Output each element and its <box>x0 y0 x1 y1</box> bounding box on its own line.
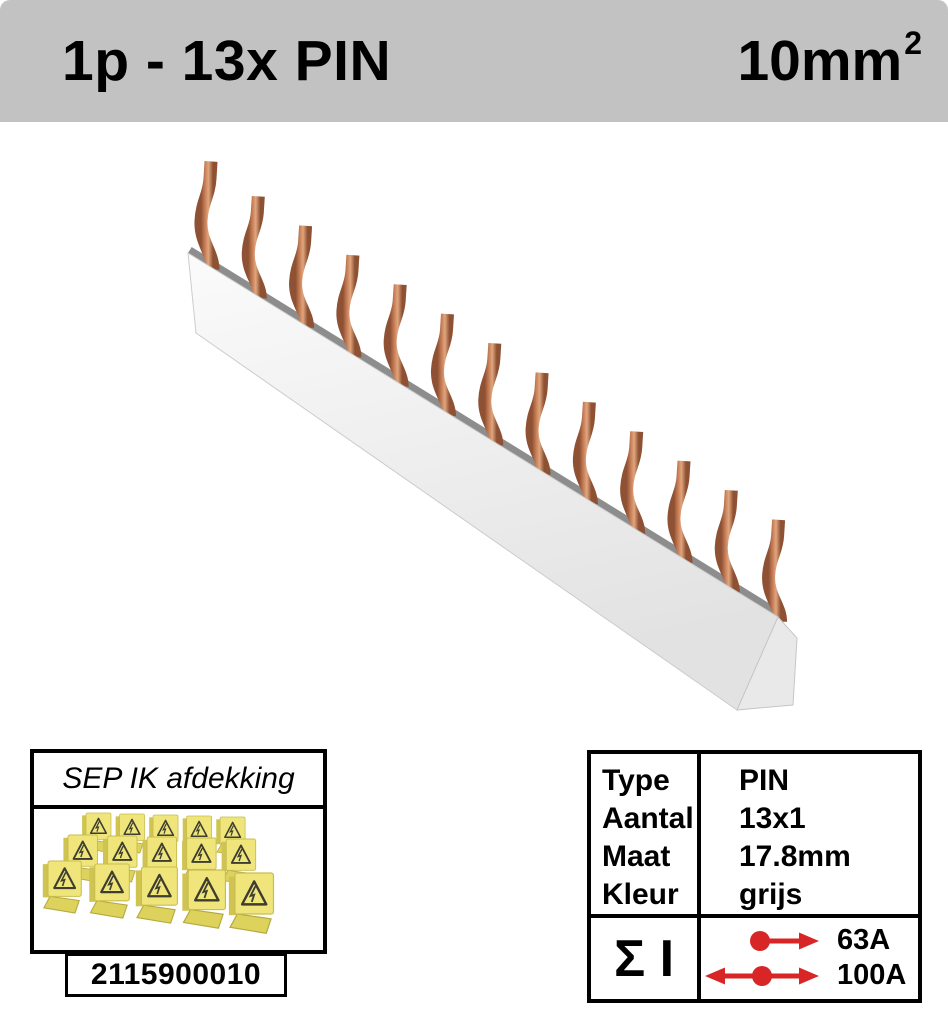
spec-label: Type <box>602 764 670 797</box>
rating-row: 63A <box>701 923 918 958</box>
accessory-title: SEP IK afdekking <box>34 753 323 809</box>
article-number: 2115900010 <box>90 958 262 991</box>
spec-value-column: PIN 13x1 17.8mm grijs <box>701 754 918 914</box>
busbar-product-image <box>187 161 798 711</box>
arrow-dot-right-icon <box>750 930 819 951</box>
spec-value: 13x1 <box>739 802 806 835</box>
spec-value: PIN <box>739 764 790 797</box>
arrow-box <box>701 963 821 989</box>
rating-row: 100A <box>701 958 918 993</box>
sum-current-symbol: Σ I <box>591 918 701 999</box>
accessory-image-area <box>34 809 323 946</box>
spec-value: 17.8mm <box>739 840 851 873</box>
arrow-box <box>701 928 821 954</box>
arrow-left-dot-right-icon <box>705 965 819 986</box>
accessory-box: SEP IK afdekking <box>30 749 327 954</box>
conductor-size: 10mm2 <box>737 25 922 94</box>
spec-value: grijs <box>739 878 803 911</box>
spec-label: Maat <box>602 840 671 873</box>
size-exponent: 2 <box>904 25 922 61</box>
article-number-box: 2115900010 <box>65 953 287 997</box>
spec-label: Aantal <box>602 802 694 835</box>
product-title: 1p - 13x PIN <box>62 29 392 93</box>
rating-value: 100A <box>837 959 907 991</box>
size-value: 10mm <box>737 29 903 93</box>
rating-value: 63A <box>837 924 891 956</box>
spec-label: Kleur <box>602 878 679 911</box>
header-banner: 1p - 13x PIN 10mm2 <box>0 0 948 122</box>
cover-accessory-image <box>42 812 275 934</box>
